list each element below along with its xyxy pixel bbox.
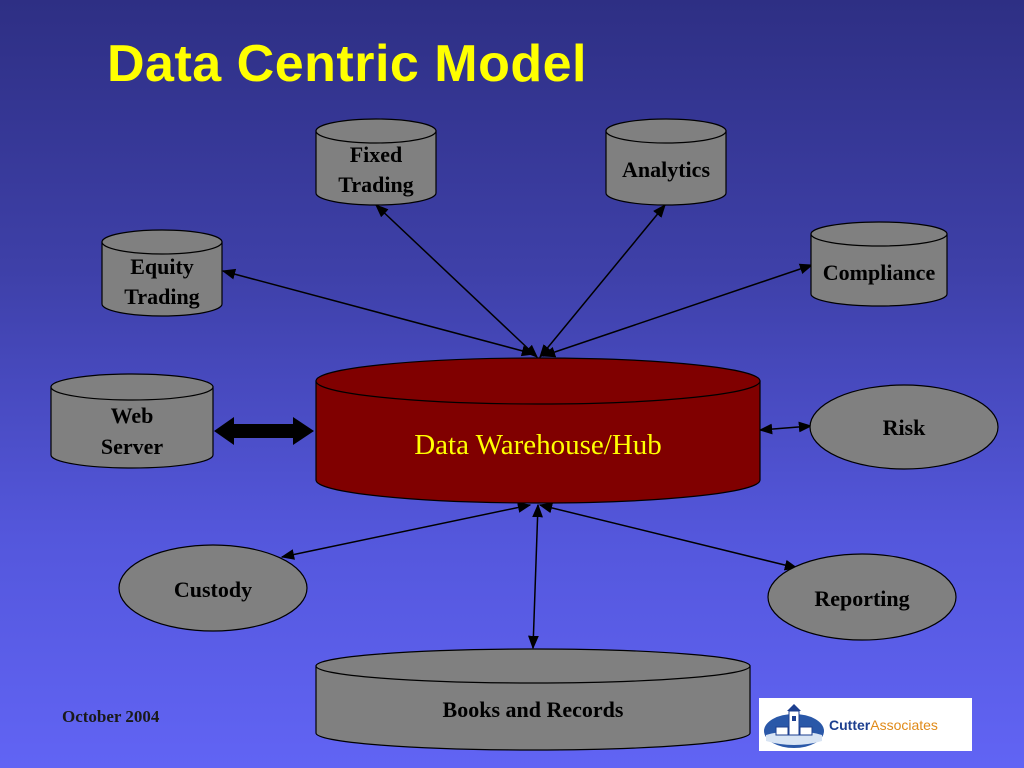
cutter-associates-logo: CutterAssociates xyxy=(759,698,972,751)
connector-hub-custody xyxy=(280,502,532,560)
equity-trading-cylinder[interactable]: Equity Trading xyxy=(101,229,223,317)
risk-node[interactable]: Risk xyxy=(809,384,999,470)
data-warehouse-hub-cylinder[interactable]: Data Warehouse/Hub xyxy=(315,357,761,504)
compliance-cylinder[interactable]: Compliance xyxy=(810,221,948,307)
connectors xyxy=(221,203,814,650)
fixed-trading-cylinder[interactable]: Fixed Trading xyxy=(315,118,437,206)
connector-hub-risk xyxy=(758,421,813,435)
custody-node[interactable]: Custody xyxy=(118,544,308,632)
web-server-label-line2: Server xyxy=(101,434,164,459)
slide-title: Data Centric Model xyxy=(107,35,587,93)
connector-hub-compliance xyxy=(541,263,814,358)
reporting-node[interactable]: Reporting xyxy=(767,553,957,641)
hub-label: Data Warehouse/Hub xyxy=(414,429,662,461)
footer-date: October 2004 xyxy=(62,707,160,726)
analytics-label: Analytics xyxy=(622,157,710,182)
logo-text: CutterAssociates xyxy=(829,717,938,733)
web-server-cylinder[interactable]: Web Server xyxy=(50,373,214,469)
books-and-records-label: Books and Records xyxy=(443,697,624,722)
analytics-cylinder[interactable]: Analytics xyxy=(605,118,727,206)
web-server-label-line1: Web xyxy=(111,403,154,428)
logo-text-cutter: Cutter xyxy=(829,716,871,733)
fixed-trading-label-line1: Fixed xyxy=(350,142,403,167)
fixed-trading-label-line2: Trading xyxy=(338,172,413,197)
logo-text-associates: Associates xyxy=(870,716,938,733)
connector-hub-equity-trading xyxy=(221,268,536,357)
reporting-label: Reporting xyxy=(814,586,909,611)
custody-label: Custody xyxy=(174,577,252,602)
connector-hub-fixed-trading xyxy=(375,204,538,358)
equity-trading-label-line1: Equity xyxy=(130,254,194,279)
equity-trading-label-line2: Trading xyxy=(124,284,199,309)
books-and-records-cylinder[interactable]: Books and Records xyxy=(315,648,751,751)
connector-hub-books-and-records xyxy=(528,503,543,650)
connector-hub-reporting xyxy=(538,502,799,571)
compliance-label: Compliance xyxy=(823,260,936,285)
connector-hub-analytics xyxy=(539,203,666,359)
lighthouse-logo-icon xyxy=(764,703,824,748)
web-server-double-arrow xyxy=(214,417,314,445)
risk-label: Risk xyxy=(883,415,927,440)
